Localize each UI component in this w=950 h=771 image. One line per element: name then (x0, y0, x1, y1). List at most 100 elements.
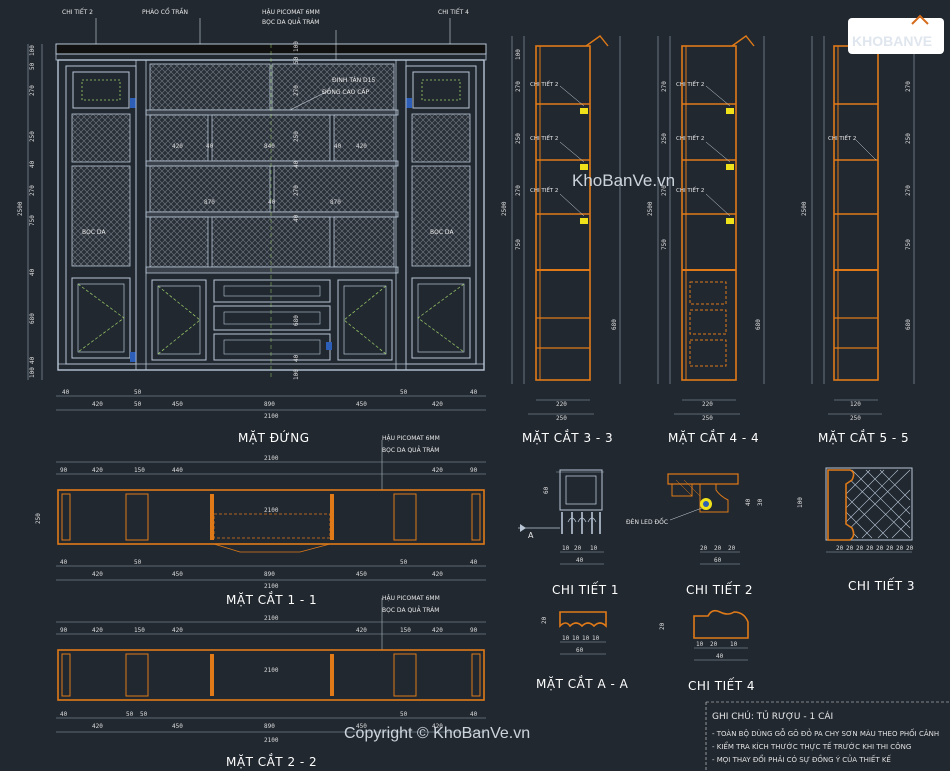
lower-left-swing (157, 285, 201, 355)
d2-hatch-2 (683, 479, 701, 497)
d1-d2: 20 (574, 545, 582, 552)
notes-line-3: - MỌI THAY ĐỔI PHẢI CÓ SỰ ĐỒNG Ý CỦA THI… (712, 754, 891, 764)
p1-t3: 150 (134, 467, 145, 474)
dim-mid-2: 40 (268, 199, 276, 206)
cv-6: 270 (293, 185, 300, 196)
d3-side: 100 (797, 497, 804, 508)
plan-1-1: HẬU PICOMAT 6MM BỌC DA QUẢ TRÁM 2100 90 … (35, 435, 486, 607)
label-dinh-tan: ĐINH TÁN D15 (332, 77, 375, 84)
logo-text: KHOBANVE (852, 33, 932, 49)
s4-v3: 250 (661, 133, 668, 144)
p2-b6: 890 (264, 723, 275, 730)
dim-top-5: 420 (356, 143, 367, 150)
d4-d2: 20 (710, 641, 718, 648)
leader-dinh-tan (289, 89, 331, 111)
notes-line-1: - TOÀN BỘ DÙNG GỖ GÕ ĐỎ PA CHY SƠN MÀU T… (712, 728, 939, 738)
p1-top-total: 2100 (264, 455, 279, 462)
s4-led-1 (726, 108, 734, 114)
p1-seg-1 (61, 493, 71, 541)
label-boc-da-left: BỌC DA (82, 229, 106, 236)
logo-roof-icon (911, 14, 929, 25)
dim-top-4: 40 (334, 143, 342, 150)
s4-led-2 (726, 164, 734, 170)
dim-top-3: 840 (264, 143, 275, 150)
dim-mid-3: 870 (330, 199, 341, 206)
p1-side: 250 (35, 513, 42, 524)
notes-box: GHI CHÚ: TỦ RƯỢU - 1 CÁI - TOÀN BỘ DÙNG … (705, 701, 950, 771)
title-mat-cat-5-5: MẶT CẮT 5 - 5 (818, 429, 909, 445)
s3-v4: 270 (515, 185, 522, 196)
notes-line-2: - KIỂM TRA KÍCH THƯỚC THỰC TẾ TRƯỚC KHI … (712, 741, 911, 751)
s5-body (833, 45, 879, 381)
p1-b5: 890 (264, 571, 275, 578)
label-boc-da-right: BỌC DA (430, 229, 454, 236)
left-inset (81, 79, 121, 101)
lv-4: 250 (29, 131, 36, 142)
s5-b1: 120 (850, 401, 861, 408)
center-quilt-3a (149, 165, 271, 213)
center-quilt-top-r (271, 63, 395, 111)
cv-10: 100 (293, 369, 300, 380)
section-4-4: CHI TIẾT 2 CHI TIẾT 2 CHI TIẾT 2 2500 27… (647, 35, 765, 445)
p2-b10: 40 (470, 711, 478, 718)
p1-seg-6 (471, 493, 481, 541)
p2-top-total: 2100 (264, 615, 279, 622)
p1-t2: 420 (92, 467, 103, 474)
p2-b2: 420 (92, 723, 103, 730)
d4-d1: 10 (696, 641, 704, 648)
s3-b1: 220 (556, 401, 567, 408)
cv-4: 250 (293, 131, 300, 142)
p1-seg-5 (393, 493, 417, 541)
d2-profile (699, 484, 729, 513)
d3-d8: 20 (906, 545, 914, 552)
label-dong-cao-cap: ĐỒNG CAO CẤP (322, 87, 370, 96)
aa-d5: 60 (576, 647, 584, 654)
d2-label-led: ĐÈN LED ĐỐC (626, 518, 668, 526)
p1-t1: 90 (60, 467, 68, 474)
s4-label-3: CHI TIẾT 2 (676, 186, 704, 194)
s3-body (535, 45, 591, 381)
d2-side-2: 30 (757, 498, 764, 506)
left-quilt-2 (71, 165, 131, 267)
p1-b6: 450 (356, 571, 367, 578)
s3-b2: 250 (556, 415, 567, 422)
p1-bot-total: 2100 (264, 583, 279, 590)
front-elevation: CHI TIẾT 2 PHÀO CỔ TRẦN HẬU PICOMAT 6MM … (17, 8, 487, 445)
bd-2: 420 (92, 401, 103, 408)
watermark-copyright: Copyright © KhoBanVe.vn (344, 725, 530, 742)
d3-d6: 20 (886, 545, 894, 552)
drawer-3-inset (223, 339, 321, 355)
lv-6: 270 (29, 185, 36, 196)
p2-b9: 420 (432, 723, 443, 730)
s4-leader-1 (705, 85, 731, 107)
p1-b4: 450 (172, 571, 183, 578)
aa-d1: 10 (562, 635, 570, 642)
left-hinge-2 (130, 352, 136, 362)
left-lower-inset (77, 283, 125, 353)
d1-d4: 40 (576, 557, 584, 564)
plan-2-2: HẬU PICOMAT 6MM BỌC DA QUẢ TRÁM 2100 90 … (56, 595, 486, 769)
d1-section-mark: A (528, 531, 534, 540)
right-post (395, 59, 407, 371)
right-quilt-1 (411, 113, 471, 163)
s3-v3: 250 (515, 133, 522, 144)
bd-6: 890 (264, 401, 275, 408)
p1-b8: 420 (432, 571, 443, 578)
d2-side-1: 40 (745, 498, 752, 506)
d4-d4: 40 (716, 653, 724, 660)
p2-seg-1 (61, 653, 71, 697)
label-phao-co-tran: PHÀO CỔ TRẦN (142, 8, 188, 16)
s4-leader-2 (705, 141, 731, 163)
p1-inner: 2100 (264, 507, 279, 514)
p2-b3: 50 (126, 711, 134, 718)
s4-drawer-2 (689, 309, 727, 335)
p2-label-boc-da: BỌC DA QUẢ TRÁM (382, 606, 439, 614)
detail-4: 20 10 20 10 40 CHI TIẾT 4 (659, 609, 755, 693)
p1-body (57, 489, 485, 545)
p2-t3: 150 (134, 627, 145, 634)
right-inset (421, 79, 461, 101)
p1-b7: 50 (400, 559, 408, 566)
s5-v5: 750 (905, 239, 912, 250)
aa-d4: 10 (592, 635, 600, 642)
s3-leader-2 (559, 141, 585, 163)
